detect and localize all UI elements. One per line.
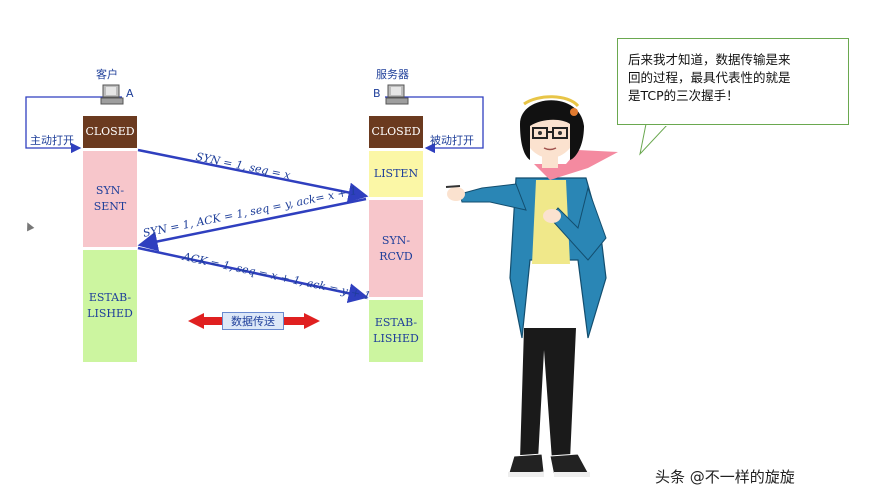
speech-line-2: 回的过程，最具代表性的就是 — [628, 70, 791, 85]
server-action-label: 被动打开 — [430, 134, 474, 147]
server-state-established: ESTAB- LISHED — [369, 300, 423, 362]
server-name: 服务器 — [376, 68, 409, 81]
speech-bubble-tail — [639, 123, 669, 156]
server-computer-icon — [385, 84, 409, 105]
anime-teacher-illustration — [445, 95, 618, 477]
client-open-loop — [25, 96, 122, 154]
syn-ack-arrow — [137, 197, 367, 252]
server-state-listen: LISTEN — [369, 151, 423, 197]
server-open-loop — [385, 96, 484, 154]
speech-line-3: 是TCP的三次握手！ — [628, 88, 739, 103]
watermark-text: 头条 @不一样的旋旋 — [655, 468, 795, 486]
server-state-closed: CLOSED — [369, 116, 423, 148]
syn-arrow — [137, 148, 369, 203]
client-state-syn-sent: SYN- SENT — [83, 151, 137, 247]
client-computer-icon — [100, 84, 124, 105]
ack-arrow — [137, 246, 369, 304]
server-letter: B — [373, 87, 381, 100]
client-name: 客户 — [96, 68, 118, 81]
client-action-label: 主动打开 — [30, 134, 74, 147]
data-transfer-label: 数据传送 — [222, 312, 284, 330]
speech-bubble: 后来我才知道，数据传输是来 回的过程，最具代表性的就是 是TCP的三次握手！ — [617, 38, 849, 125]
server-state-syn-rcvd: SYN- RCVD — [369, 200, 423, 297]
client-letter: A — [126, 87, 134, 100]
client-state-closed: CLOSED — [83, 116, 137, 148]
speech-line-1: 后来我才知道，数据传输是来 — [628, 52, 791, 67]
client-state-established: ESTAB- LISHED — [83, 250, 137, 362]
